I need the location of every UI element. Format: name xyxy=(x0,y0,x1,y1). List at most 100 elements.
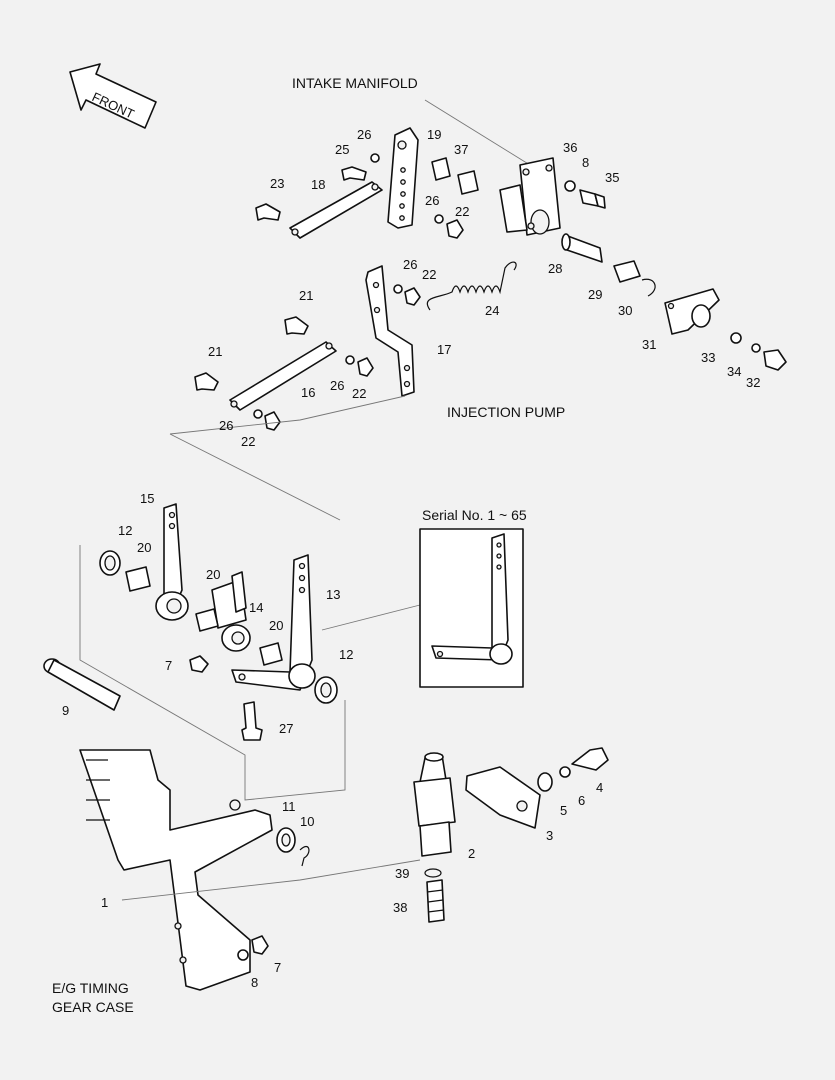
callout: 26 xyxy=(425,193,439,208)
callout: 33 xyxy=(701,350,715,365)
nut-22 xyxy=(357,357,374,377)
callout: 20 xyxy=(206,567,220,582)
callout: 18 xyxy=(311,177,325,192)
callout: 30 xyxy=(618,303,632,318)
shaft-2 xyxy=(413,752,456,857)
front-arrow: FRONT xyxy=(69,63,157,129)
callout: 22 xyxy=(422,267,436,282)
callout: 35 xyxy=(605,170,619,185)
callout: 3 xyxy=(546,828,553,843)
callout: 8 xyxy=(251,975,258,990)
nut-7 xyxy=(189,655,209,673)
bolt-21 xyxy=(284,316,309,335)
clip-30 xyxy=(641,278,656,297)
bracket-1 xyxy=(79,749,273,991)
callout: 16 xyxy=(301,385,315,400)
callout: 28 xyxy=(548,261,562,276)
washer-5 xyxy=(537,772,553,792)
lever-13 xyxy=(231,554,316,691)
callout: 26 xyxy=(219,418,233,433)
bushing-20 xyxy=(195,608,219,632)
washer-26 xyxy=(393,284,403,294)
serial-inset xyxy=(419,528,524,688)
intake-bracket xyxy=(424,99,561,236)
callout: 29 xyxy=(588,287,602,302)
callout: 21 xyxy=(208,344,222,359)
washer-6 xyxy=(559,766,571,778)
callout: 36 xyxy=(563,140,577,155)
callout: 13 xyxy=(326,587,340,602)
callout: 20 xyxy=(269,618,283,633)
bushing-29 xyxy=(613,260,641,283)
injection-pump-label: INJECTION PUMP xyxy=(447,404,565,420)
bolt-21 xyxy=(194,372,219,391)
lever-31 xyxy=(664,288,720,335)
washer-26 xyxy=(345,355,355,365)
bolt-32 xyxy=(763,349,787,371)
callout: 12 xyxy=(339,647,353,662)
callout: 20 xyxy=(137,540,151,555)
shaft-28 xyxy=(561,233,603,263)
washer-26 xyxy=(370,153,380,163)
lever-14 xyxy=(211,571,251,652)
serial-label: Serial No. 1 ~ 65 xyxy=(422,507,527,523)
callout: 15 xyxy=(140,491,154,506)
callout: 10 xyxy=(300,814,314,829)
washer-26 xyxy=(253,409,263,419)
callout: 25 xyxy=(335,142,349,157)
callout: 8 xyxy=(582,155,589,170)
callout: 9 xyxy=(62,703,69,718)
bushings-37 xyxy=(431,157,479,195)
gear-case-label-line1: E/G TIMING xyxy=(52,980,129,996)
callouts: 1 2 3 4 5 6 7 7 8 8 9 10 11 12 12 13 14 … xyxy=(62,127,760,990)
lever-17 xyxy=(365,265,415,397)
callout: 7 xyxy=(165,658,172,673)
callout: 19 xyxy=(427,127,441,142)
bushing-20 xyxy=(259,642,283,666)
block-3 xyxy=(465,766,541,829)
callout: 37 xyxy=(454,142,468,157)
callout: 23 xyxy=(270,176,284,191)
callout: 17 xyxy=(437,342,451,357)
callout: 26 xyxy=(330,378,344,393)
callout: 14 xyxy=(249,600,263,615)
washer-8 xyxy=(237,949,249,961)
callout: 1 xyxy=(101,895,108,910)
link-18 xyxy=(289,181,383,239)
lever-15 xyxy=(155,503,189,621)
callout: 26 xyxy=(357,127,371,142)
callout: 5 xyxy=(560,803,567,818)
bushing-20 xyxy=(125,566,151,592)
callout: 2 xyxy=(468,846,475,861)
nut-7 xyxy=(251,935,269,955)
callout: 21 xyxy=(299,288,313,303)
callout: 38 xyxy=(393,900,407,915)
callout: 22 xyxy=(241,434,255,449)
callout: 22 xyxy=(352,386,366,401)
callout: 6 xyxy=(578,793,585,808)
bolt-4 xyxy=(571,747,609,771)
callout: 11 xyxy=(282,799,296,814)
intake-manifold-label: INTAKE MANIFOLD xyxy=(292,75,418,91)
link-16 xyxy=(229,341,337,411)
callout: 12 xyxy=(118,523,132,538)
fitting-38 xyxy=(426,879,445,923)
callout: 26 xyxy=(403,257,417,272)
lever-19 xyxy=(387,127,419,229)
clip-10 xyxy=(299,845,310,867)
callout: 24 xyxy=(485,303,499,318)
callout: 4 xyxy=(596,780,603,795)
callout: 7 xyxy=(274,960,281,975)
callout: 39 xyxy=(395,866,409,881)
washer-33 xyxy=(730,332,742,344)
callout: 32 xyxy=(746,375,760,390)
nut-22 xyxy=(446,219,464,239)
nut-22 xyxy=(404,287,421,306)
callout: 22 xyxy=(455,204,469,219)
bolt-35 xyxy=(564,180,606,209)
nut-22 xyxy=(264,411,281,431)
bolt-23 xyxy=(255,203,281,221)
bolt-25 xyxy=(341,166,367,181)
callout: 34 xyxy=(727,364,741,379)
